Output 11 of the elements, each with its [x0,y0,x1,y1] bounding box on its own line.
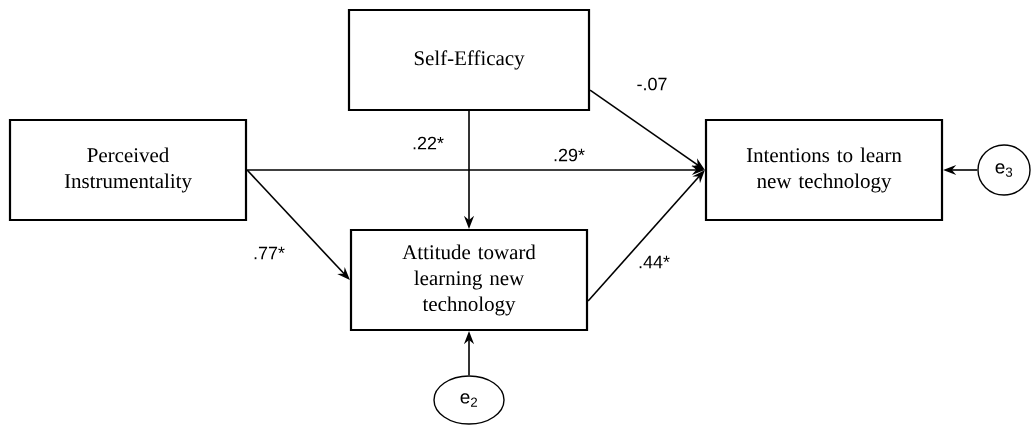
variable-box: Self-Efficacy [347,8,591,112]
edge-label: .29* [552,147,586,163]
variable-box: Perceived Instrumentality [8,118,248,222]
variable-box: Attitude toward learning new technology [349,228,589,332]
path-arrow [587,170,705,302]
edge-label: -.07 [635,76,669,92]
path-arrow [246,169,350,280]
variable-box: Intentions to learn new technology [704,118,944,222]
edge-label: .77* [252,245,286,261]
edge-label: .22* [411,135,445,151]
edge-label: .44* [637,254,671,270]
